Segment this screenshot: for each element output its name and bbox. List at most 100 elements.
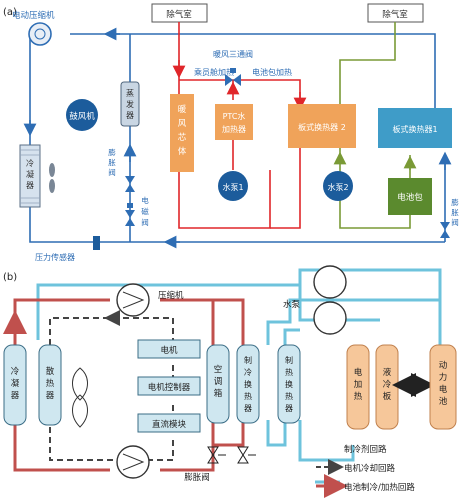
panel-a-label: (a) — [3, 7, 17, 18]
b-chiller-label-4: 热 — [244, 391, 252, 401]
b-liquid-plate-label-1: 液 — [383, 367, 392, 378]
pump1-circle — [218, 171, 248, 201]
b-battery-label-4: 池 — [439, 396, 448, 407]
b-chiller-label-1: 制 — [244, 355, 252, 365]
evaporator-label-3: 器 — [126, 111, 134, 120]
degas-chamber-right-label: 除气室 — [382, 9, 408, 20]
b-heat-hx-label-4: 热 — [285, 391, 293, 401]
plate-hx2-box — [288, 104, 356, 148]
plate-hx2-label: 板式换热器 2 — [298, 122, 346, 132]
solenoid-valve-label-1: 电 — [141, 195, 149, 205]
b-lower-pump-glyph — [122, 453, 145, 471]
legend-motor-cooling-label: 电机冷却回路 — [344, 463, 396, 474]
b-electric-heater-label-3: 热 — [354, 391, 363, 402]
expansion-valve-right-icon — [440, 222, 450, 238]
b-electric-heater-box — [346, 344, 370, 430]
b-fan-icon — [72, 367, 88, 428]
expansion-valve-right-label-1: 膨 — [451, 197, 459, 207]
b-motor-controller-label: 电机控制器 — [148, 382, 191, 393]
heater-core-label-2: 风 — [178, 119, 187, 129]
pump2-label: 水泵2 — [327, 182, 348, 192]
b-compressor-glyph — [122, 291, 145, 309]
pressure-sensor-icon — [93, 236, 100, 250]
b-chiller-box — [236, 344, 260, 424]
b-battery-label-2: 力 — [439, 372, 448, 383]
condenser-label-1: 冷 — [26, 158, 34, 168]
condenser-fan-icon — [49, 163, 55, 193]
expansion-valve-label-3: 阀 — [108, 168, 116, 177]
b-condenser-label-2: 凝 — [11, 378, 20, 389]
plate-hx1-label: 板式换热器1 — [392, 124, 437, 134]
degas-chamber-left-label: 除气室 — [166, 9, 192, 20]
b-battery-label-3: 电 — [439, 384, 448, 395]
b-chiller-label-2: 冷 — [244, 367, 252, 377]
b-expansion-valve-icon-2 — [237, 446, 256, 464]
b-expansion-valve-icon-1 — [207, 446, 226, 464]
pressure-sensor-label: 压力传感器 — [35, 252, 75, 262]
battery-pack-label: 电池包 — [397, 192, 423, 203]
heater-core-label-4: 体 — [178, 146, 187, 157]
expansion-valve-label-1: 膨 — [108, 147, 116, 157]
ptc-heater-box — [215, 104, 253, 140]
b-compressor-label: 压缩机 — [158, 290, 184, 301]
b-heat-hx-label-5: 器 — [285, 404, 293, 413]
blower-label: 鼓风机 — [69, 111, 95, 122]
b-radiator-label-2: 热 — [46, 378, 55, 389]
expansion-valve-right-label-2: 胀 — [451, 207, 459, 217]
b-radiator-label-1: 散 — [46, 366, 55, 377]
compressor-icon — [28, 22, 52, 46]
cabin-heating-label: 乘员舱加热 — [194, 67, 234, 77]
solenoid-valve-label-3: 阀 — [141, 218, 149, 227]
solenoid-valve-icon — [125, 203, 135, 226]
b-battery-label-1: 动 — [439, 360, 448, 371]
condenser-grille — [20, 149, 40, 204]
b-heat-hx-box — [277, 344, 301, 424]
heater-core-label-1: 暖 — [178, 105, 187, 115]
condenser-label-3: 器 — [26, 181, 34, 190]
b-motor-controller-box — [137, 376, 201, 396]
battery-pack-box — [388, 178, 432, 215]
b-condenser-box — [3, 344, 27, 426]
b-ac-box-label-1: 空 — [214, 364, 223, 375]
battery-heating-label: 电池包加热 — [252, 67, 292, 77]
b-condenser-label-1: 冷 — [11, 366, 20, 377]
b-ac-box-label-3: 箱 — [214, 388, 223, 399]
panel-b-label: (b) — [3, 272, 17, 283]
line-condenser-bottom — [29, 200, 113, 243]
legend-refrigerant-label: 制冷剂回路 — [344, 444, 387, 455]
b-radiator-label-3: 器 — [46, 391, 55, 401]
b-legend: 制冷剂回路 电机冷却回路 电池制冷/加热回路 — [344, 444, 415, 493]
b-liquid-plate-label-2: 冷 — [383, 379, 392, 390]
line-top-main — [70, 33, 436, 110]
b-lower-pump-icon — [116, 445, 150, 479]
legend-battery-loop-label: 电池制冷/加热回路 — [344, 482, 415, 493]
b-chiller-label-3: 换 — [244, 379, 252, 389]
ptc-heater-label-2: 加热器 — [222, 124, 246, 134]
three-way-valve-label: 暖风三通阀 — [213, 49, 253, 59]
b-dc-module-box — [137, 413, 201, 433]
compressor-label: 电动压缩机 — [12, 10, 55, 21]
b-chiller-label-5: 器 — [244, 404, 252, 413]
b-dc-module-label: 直流模块 — [152, 419, 187, 430]
condenser-box — [19, 144, 41, 208]
b-heat-hx-label-2: 热 — [285, 367, 293, 377]
b-liquid-plate-label-3: 板 — [383, 391, 392, 402]
blower-circle — [66, 99, 98, 131]
b-ac-box — [206, 344, 230, 424]
evaporator-box — [120, 81, 140, 127]
b-radiator-box — [38, 344, 62, 426]
b-motor-box — [137, 339, 201, 359]
expansion-valve-label-2: 胀 — [108, 157, 116, 167]
b-expansion-valve-label: 膨胀阀 — [184, 472, 210, 483]
b-electric-heater-label-1: 电 — [354, 367, 363, 378]
b-motor-label: 电机 — [160, 345, 178, 356]
condenser-label-2: 凝 — [26, 169, 34, 179]
b-heat-hx-label-1: 制 — [285, 355, 293, 365]
b-heat-hx-label-3: 换 — [285, 379, 293, 389]
evaporator-label-2: 发 — [126, 99, 134, 109]
three-way-valve-icon — [225, 68, 241, 86]
heater-core-label-3: 芯 — [178, 132, 187, 143]
b-compressor-icon — [116, 283, 150, 317]
